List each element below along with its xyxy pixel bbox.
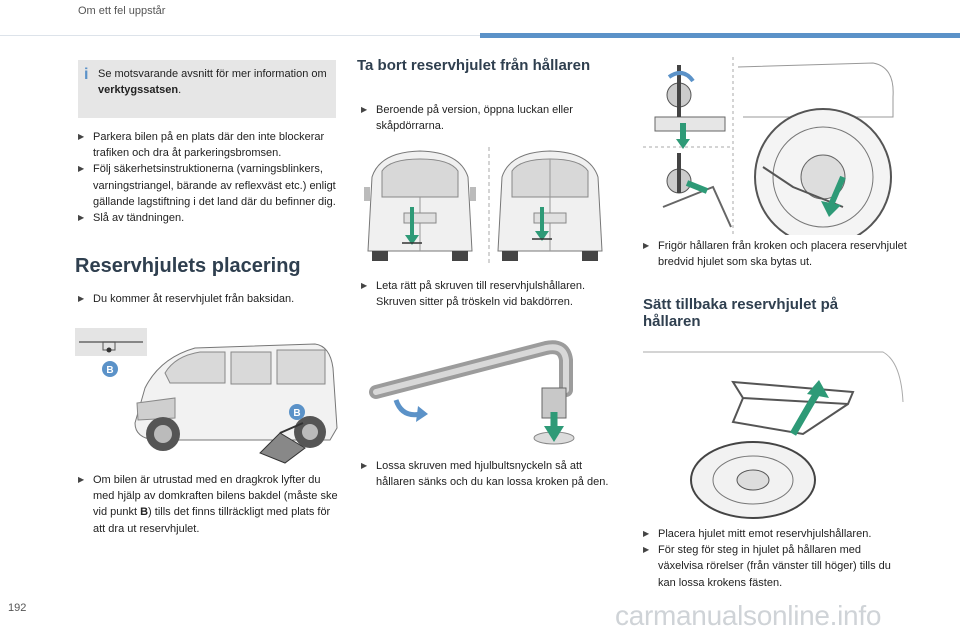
locate-screw-list: ▶Leta rätt på skruven till reservhjulshå… xyxy=(361,278,616,310)
release-hook-illustration xyxy=(643,57,894,235)
bullet-icon: ▶ xyxy=(78,132,85,141)
section-heading-remove-spare: Ta bort reservhjulet från hållaren xyxy=(357,57,591,74)
bullet-icon: ▶ xyxy=(78,213,85,223)
list-item: ▶Placera hjulet mitt emot reservhjulshål… xyxy=(643,526,908,542)
wheel-brace-illustration xyxy=(369,340,575,445)
van-jack-illustration: B B xyxy=(75,328,338,464)
refit-instruction-list: ▶Placera hjulet mitt emot reservhjulshål… xyxy=(643,526,908,591)
list-item: ▶Du kommer åt reservhjulet från baksidan… xyxy=(78,291,340,307)
list-item: ▶Följ säkerhetsinstruktionerna (varnings… xyxy=(78,163,336,208)
marker-b-icon xyxy=(102,361,118,377)
info-note: i Se motsvarande avsnitt för mer informa… xyxy=(78,60,336,118)
list-item: ▶Frigör hållaren från kroken och placera… xyxy=(643,240,907,269)
refit-wheel-illustration xyxy=(643,351,904,519)
page-header-title: Om ett fel uppstår xyxy=(78,5,166,17)
svg-text:B: B xyxy=(293,408,300,419)
bullet-icon: ▶ xyxy=(78,164,85,174)
list-item: ▶Leta rätt på skruven till reservhjulshå… xyxy=(361,280,586,309)
loosen-screw-list: ▶Lossa skruven med hjulbultsnyckeln så a… xyxy=(361,458,616,490)
release-holder-list: ▶Frigör hållaren från kroken och placera… xyxy=(643,238,908,270)
bullet-icon: ▶ xyxy=(643,241,650,250)
list-item: ▶Slå av tändningen. xyxy=(78,210,340,226)
bullet-icon: ▶ xyxy=(361,281,368,290)
page-number: 192 xyxy=(8,602,27,614)
marker-b-label: B xyxy=(106,365,113,376)
section-heading-refit-spare: Sätt tillbaka reservhjulet på hållaren xyxy=(643,296,839,330)
list-item: ▶Lossa skruven med hjulbultsnyckeln så a… xyxy=(361,460,609,489)
open-doors-list: ▶Beroende på version, öppna luckan eller… xyxy=(361,102,616,134)
info-icon: i xyxy=(84,66,89,83)
bullet-icon: ▶ xyxy=(361,105,368,114)
preparation-list: ▶Parkera bilen på en plats där den inte … xyxy=(78,129,340,226)
header-accent-bar xyxy=(480,33,960,38)
header-divider xyxy=(0,35,480,36)
bullet-icon: ▶ xyxy=(78,475,85,484)
bullet-icon: ▶ xyxy=(78,294,85,303)
access-list: ▶Du kommer åt reservhjulet från baksidan… xyxy=(78,291,340,307)
section-heading-spare-wheel-location: Reservhjulets placering xyxy=(75,255,301,277)
info-note-text: Se motsvarande avsnitt för mer informati… xyxy=(98,68,327,96)
list-item: ▶Om bilen är utrustad med en dragkrok ly… xyxy=(78,474,338,535)
bullet-icon: ▶ xyxy=(361,461,368,470)
list-item: ▶Beroende på version, öppna luckan eller… xyxy=(361,104,573,133)
jack-instruction-list: ▶Om bilen är utrustad med en dragkrok ly… xyxy=(78,472,340,537)
rear-doors-illustration xyxy=(364,147,603,265)
watermark: carmanualsonline.info xyxy=(615,600,882,631)
bullet-icon: ▶ xyxy=(643,529,650,538)
bullet-icon: ▶ xyxy=(643,545,650,555)
list-item: ▶Parkera bilen på en plats där den inte … xyxy=(78,131,325,160)
list-item: ▶För steg för steg in hjulet på hållaren… xyxy=(643,544,891,589)
